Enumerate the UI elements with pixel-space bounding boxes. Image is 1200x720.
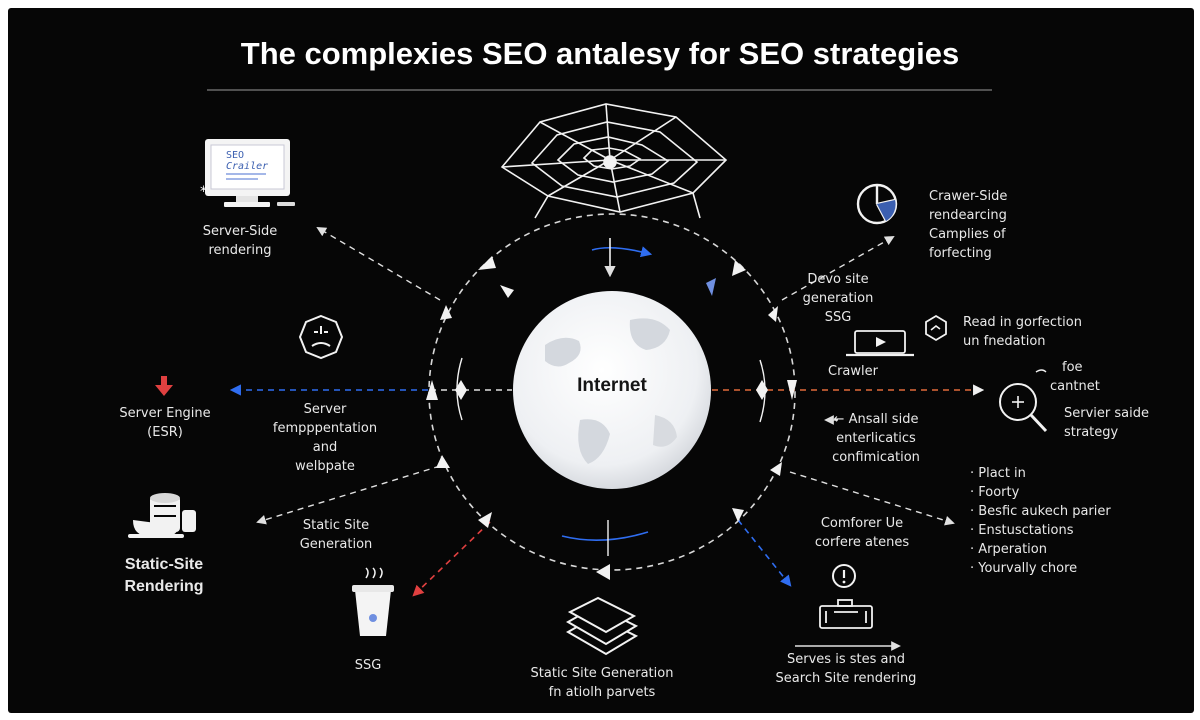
bullet-list: · Plact in · Foorty · Besfic aukech pari… [970, 464, 1111, 578]
alert-icon [832, 564, 856, 588]
arrow-to-ssg [412, 521, 491, 597]
monitor-icon: * [200, 139, 295, 207]
search-icon [999, 369, 1048, 433]
bullet-item: · Yourvally chore [970, 561, 1078, 576]
bullet-item: · Arperation [970, 542, 1047, 557]
bullet-item: · Plact in [970, 466, 1026, 481]
svg-text:*: * [200, 184, 207, 200]
cup-icon [352, 567, 394, 636]
pie-chart-icon [856, 183, 898, 225]
arrow-to-static-site [256, 465, 441, 525]
globe-icon [513, 291, 711, 489]
server-icon [819, 599, 873, 629]
laptop-icon [846, 330, 914, 357]
bullet-item: · Foorty [970, 485, 1020, 500]
bullet-item: · Besfic aukech parier [970, 504, 1111, 519]
face-badge-icon [298, 314, 344, 360]
layers-icon [565, 596, 639, 656]
label-server-engine: Server Engine(ESR) [119, 406, 211, 440]
red-arrow-icon [155, 376, 173, 396]
hex-badge-icon [925, 314, 947, 342]
bullet-item: · Enstusctations [970, 523, 1074, 538]
diagram-title: The complexies SEO antalesy for SEO stra… [240, 36, 960, 71]
label-crawler: Crawler [828, 364, 878, 379]
database-icon [128, 493, 196, 538]
spider-web-icon [500, 103, 728, 219]
label-ssg: SSG [354, 658, 382, 673]
arrow-to-server-side [316, 227, 441, 301]
arrow-to-serves-sites [737, 519, 792, 587]
globe-label: Internet [577, 375, 647, 396]
